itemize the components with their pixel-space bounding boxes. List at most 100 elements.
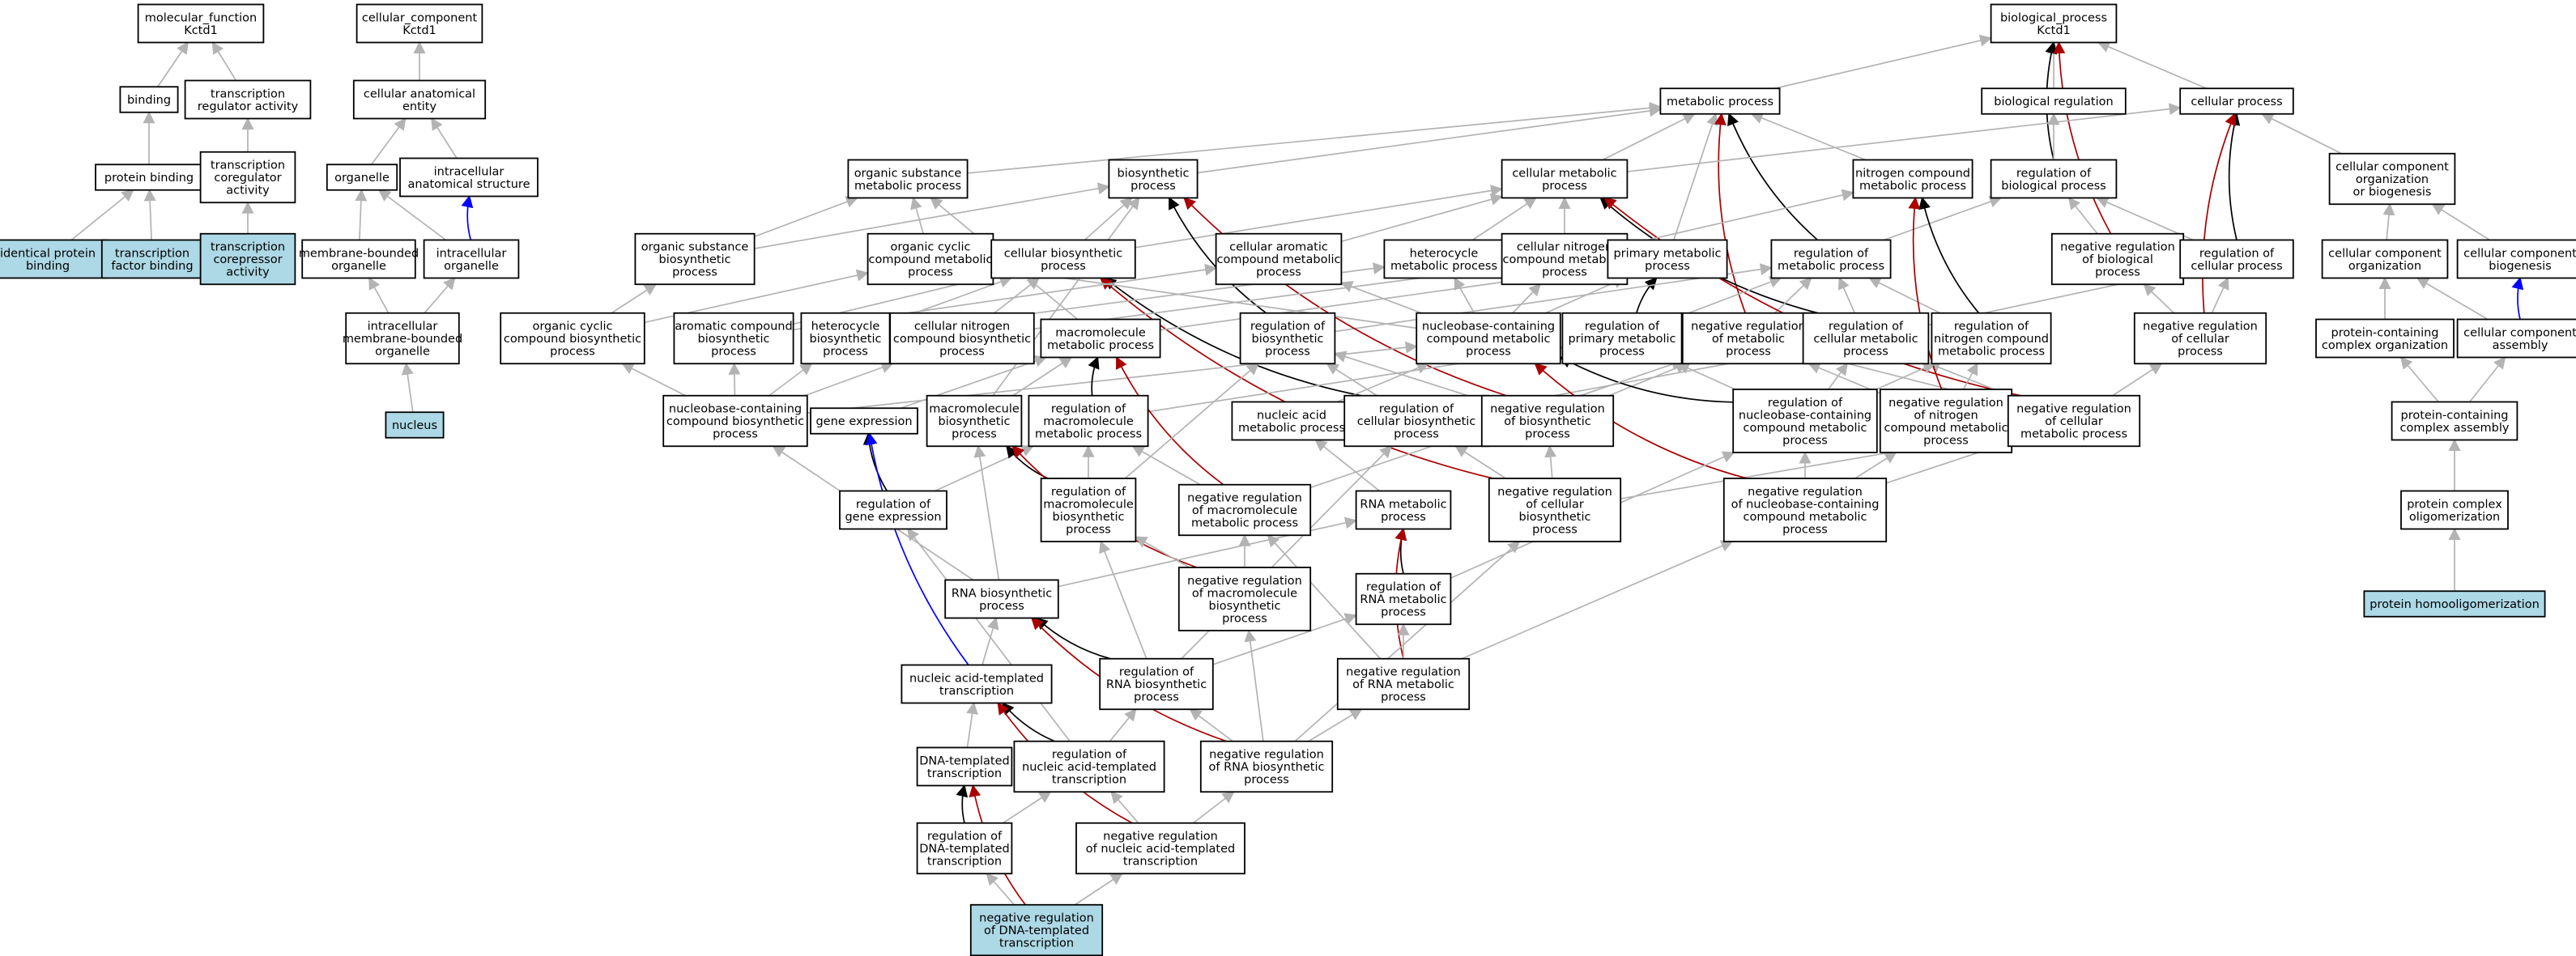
node-label-line: process	[1923, 434, 1969, 447]
go-term-node-nucleus[interactable]: nucleus	[385, 411, 445, 439]
node-label-line: process	[2178, 346, 2223, 359]
go-term-node-gene-expression[interactable]: gene expression	[810, 407, 918, 435]
go-term-node-metabolic-process[interactable]: metabolic process	[1659, 87, 1781, 115]
node-label-line: transcription	[211, 241, 285, 254]
node-label-line: compound metabolic	[1744, 511, 1867, 524]
go-term-node-biological-regulation[interactable]: biological regulation	[1981, 87, 2127, 115]
node-box	[1501, 232, 1629, 286]
go-term-node-cellular-process[interactable]: cellular process	[2179, 87, 2294, 115]
node-label-line: cellular nitrogen	[914, 321, 1010, 334]
go-term-node-protein-binding[interactable]: protein binding	[95, 164, 203, 191]
node-label-line: nucleobase-containing	[1739, 409, 1871, 422]
edge-is-a	[1339, 281, 1422, 314]
node-label-line: of metabolic	[1712, 333, 1785, 346]
node-label-line: compound biosynthetic	[666, 415, 804, 428]
node-box	[1177, 567, 1312, 631]
node-label-line: transcription	[1123, 856, 1198, 869]
node-box	[352, 79, 487, 120]
edge-is-a	[1673, 113, 1718, 240]
node-box	[100, 239, 204, 279]
node-label-line: metabolic process	[1667, 96, 1773, 108]
go-term-node-protein-homooligomerization[interactable]: protein homooligomerization	[2363, 590, 2546, 618]
go-term-node-reg-macromolecule-bp[interactable]: regulation ofmacromoleculebiosyntheticpr…	[1040, 478, 1137, 542]
go-term-node-organelle[interactable]: organelle	[326, 164, 398, 191]
go-term-node-binding[interactable]: binding	[119, 86, 179, 113]
go-term-node-reg-nucleobase-cmp[interactable]: regulation ofnucleobase-containingcompou…	[1732, 389, 1878, 453]
node-label-line: negative regulation	[979, 912, 1094, 925]
